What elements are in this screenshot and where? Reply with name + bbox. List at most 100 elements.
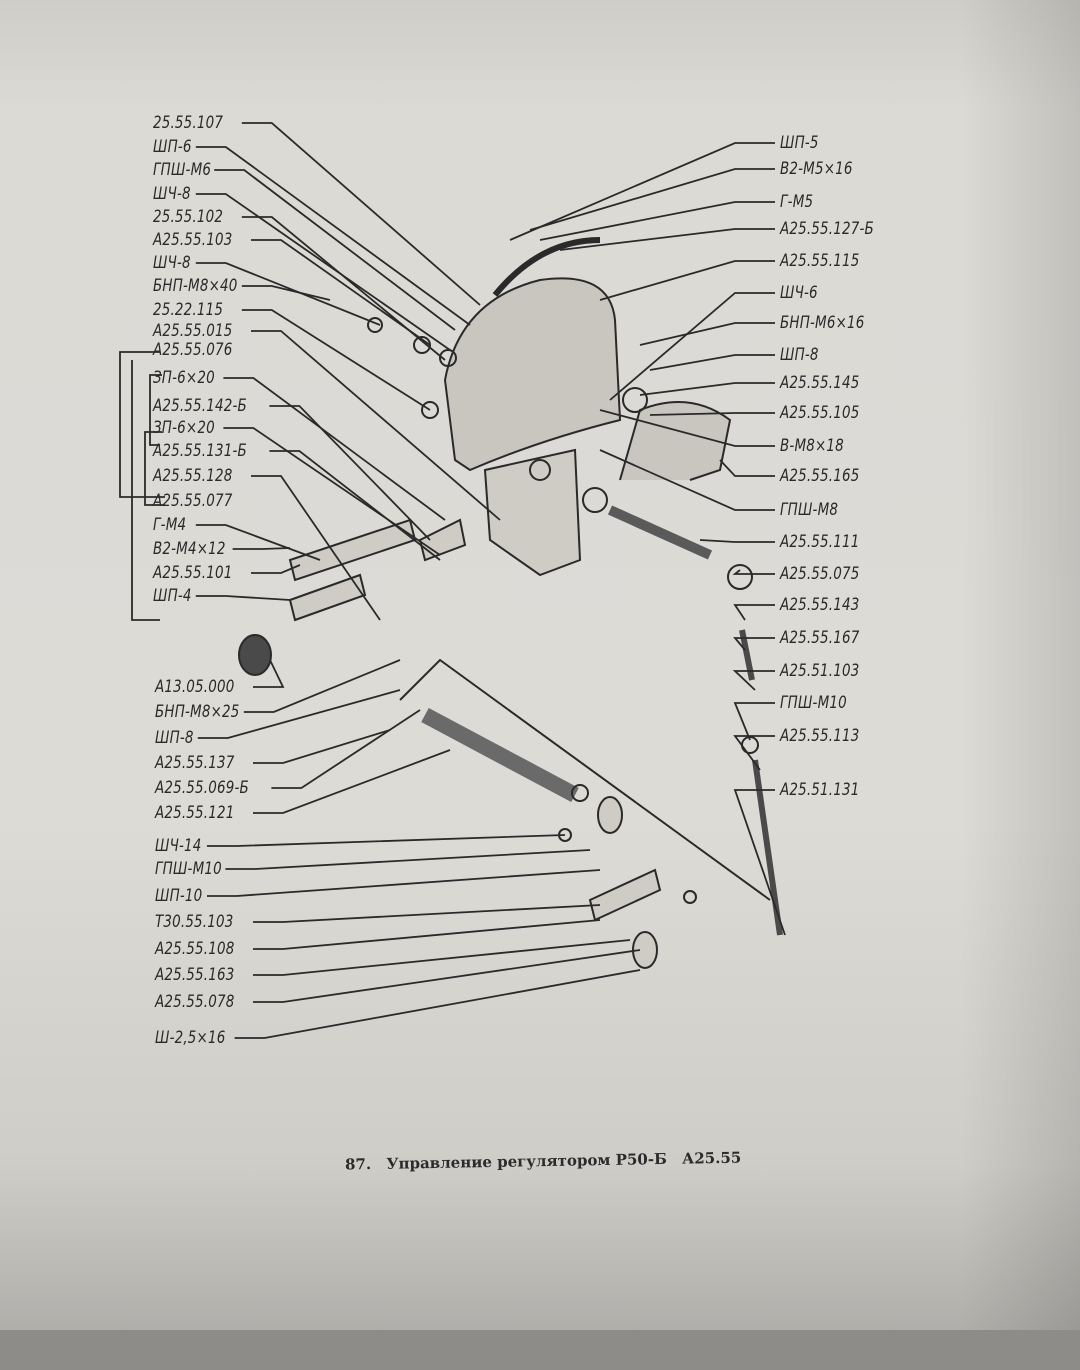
leader-line	[699, 539, 775, 543]
lever-link	[418, 518, 467, 562]
leader-line	[529, 168, 775, 231]
leader-line	[649, 412, 775, 416]
page-edge	[0, 1330, 1080, 1370]
leader-line	[214, 169, 456, 331]
part-label: Г-М4	[153, 515, 187, 535]
leader-line	[733, 735, 775, 771]
part-label: ШЧ-8	[153, 253, 191, 273]
leader-line	[195, 595, 291, 601]
part-label: 25.55.107	[153, 113, 224, 133]
part-label: А25.55.127-Б	[780, 219, 874, 239]
leader-line	[241, 309, 431, 411]
leader-line	[609, 292, 775, 401]
leader-line	[223, 377, 446, 521]
part-label: А25.55.137	[155, 753, 235, 773]
part-label: А25.55.105	[780, 403, 860, 423]
leader-line	[509, 142, 775, 241]
part-label: А25.55.165	[780, 466, 860, 486]
shaft-upper	[607, 505, 713, 560]
part-label: Т30.55.103	[155, 912, 234, 932]
leader-lines	[195, 122, 786, 1039]
part-label: А25.55.115	[780, 251, 860, 271]
part-label: А25.55.167	[780, 628, 860, 648]
leader-line	[243, 659, 401, 713]
part-label: А25.55.145	[780, 373, 860, 393]
part-label: А25.51.103	[780, 661, 860, 681]
part-label: ШП-10	[155, 886, 203, 906]
leader-line	[195, 262, 381, 326]
group-brackets	[119, 351, 165, 621]
part-label: А25.55.111	[780, 532, 860, 552]
lever-arm	[399, 658, 771, 901]
part-label: ГПШ-М8	[780, 500, 839, 520]
leader-line	[271, 709, 421, 789]
part-label: ШЧ-8	[153, 184, 191, 204]
sector-arc	[492, 237, 601, 297]
leader-line	[241, 285, 331, 301]
leader-line	[253, 949, 641, 1003]
leader-line	[253, 659, 285, 688]
part-label: ЗП-6×20	[153, 368, 215, 388]
part-label: А25.55.113	[780, 726, 860, 746]
leader-line	[599, 409, 775, 447]
leader-line	[719, 459, 775, 477]
leader-line	[225, 849, 591, 870]
part-label: ЗП-6×20	[153, 418, 215, 438]
leader-line	[639, 322, 775, 346]
part-label: В2-М4×12	[153, 539, 226, 559]
leader-line	[234, 969, 641, 1039]
leader-line	[253, 939, 631, 976]
part-label: Ш-2,5×16	[155, 1028, 226, 1048]
caption-number: 87.	[344, 1155, 372, 1174]
lever-left	[288, 518, 417, 582]
part-label: А25.55.077	[153, 491, 233, 511]
leader-line	[733, 604, 775, 621]
leader-line	[253, 749, 451, 814]
leader-line	[599, 449, 775, 511]
leader-line	[733, 637, 775, 651]
part-label: А25.55.131-Б	[153, 441, 247, 461]
leader-line	[251, 239, 431, 346]
part-label: В2-М5×16	[780, 159, 853, 179]
knob	[238, 634, 272, 676]
leader-line	[732, 670, 775, 691]
leader-line	[649, 354, 775, 371]
leader-line	[241, 122, 481, 306]
part-label: А25.55.128	[153, 466, 233, 486]
part-label: ГПШ-М10	[155, 859, 222, 879]
part-label: А25.55.163	[155, 965, 235, 985]
leader-line	[733, 789, 786, 936]
leader-line	[195, 146, 471, 326]
leader-line	[251, 564, 301, 574]
leader-line	[195, 193, 451, 351]
part-label: ШП-8	[155, 728, 194, 748]
parts	[238, 237, 783, 969]
lever-left-lower	[288, 573, 367, 622]
part-label: А25.55.069-Б	[155, 778, 249, 798]
leader-line	[539, 201, 775, 241]
part-label: ШП-6	[153, 137, 192, 157]
part-label: ГПШ-М6	[153, 160, 212, 180]
leader-line	[269, 450, 441, 561]
leader-line	[232, 547, 291, 550]
part-label: Г-М5	[780, 192, 814, 212]
leader-line	[253, 729, 391, 764]
part-label: А25.55.075	[780, 564, 860, 584]
part-label: ГПШ-М10	[780, 693, 847, 713]
part-label: ШЧ-14	[155, 836, 202, 856]
part-label: ШП-4	[153, 586, 192, 606]
part-label: 25.22.115	[153, 300, 224, 320]
part-label: А25.55.108	[155, 939, 235, 959]
leader-line	[559, 228, 775, 251]
leader-line	[253, 904, 601, 923]
leader-line	[639, 382, 775, 396]
caption-code: А25.55	[681, 1148, 742, 1168]
leader-line	[207, 834, 566, 847]
sector-plate	[443, 277, 622, 472]
leader-line	[197, 689, 401, 739]
part-label: А13.05.000	[155, 677, 235, 697]
leader-line	[269, 405, 431, 541]
bracket-block	[483, 448, 582, 577]
lever-lower	[588, 868, 662, 922]
